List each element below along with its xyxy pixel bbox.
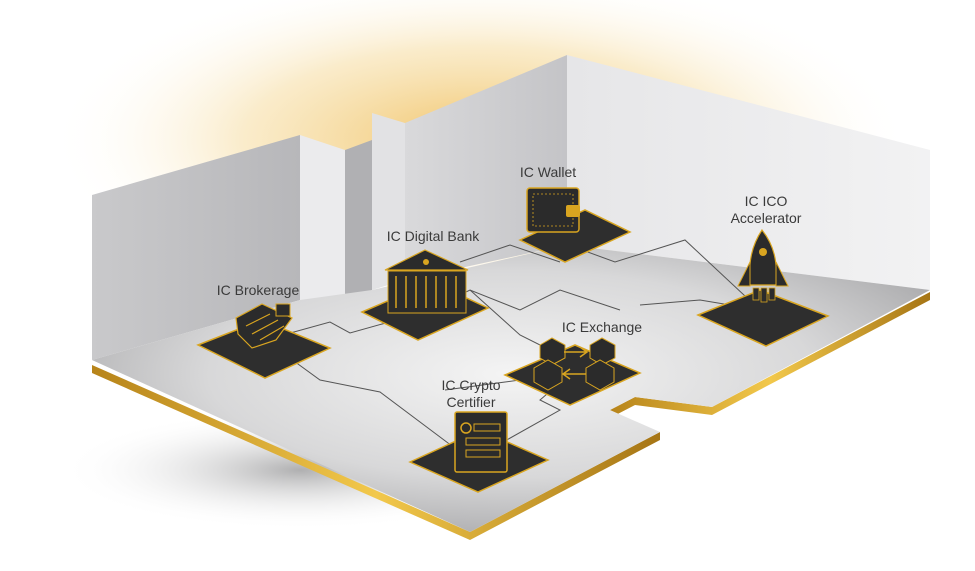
pillar-front [300, 135, 345, 305]
crypto-certifier-node [408, 411, 550, 493]
wall-back-left [372, 113, 405, 290]
floor-edge-right [610, 292, 930, 418]
brokerage-label: IC Brokerage [216, 282, 300, 298]
wallet-node [518, 187, 632, 263]
wallet-label: IC Wallet [519, 164, 577, 180]
pillar-side [345, 140, 372, 305]
crypto-certifier-label-line1: IC Crypto [441, 377, 501, 393]
digital-bank-node [360, 249, 490, 341]
wall-right [567, 55, 930, 290]
exchange-node [503, 337, 642, 406]
exchange-label: IC Exchange [561, 319, 643, 335]
ico-accelerator-node [696, 228, 830, 347]
ico-accelerator-label-line2: Accelerator [730, 210, 802, 226]
digital-bank-label: IC Digital Bank [386, 228, 480, 244]
crypto-certifier-label-line2: Certifier [446, 394, 496, 410]
wall-left [92, 135, 300, 360]
ico-accelerator-label-line1: IC ICO [744, 193, 788, 209]
brokerage-node [196, 303, 332, 379]
